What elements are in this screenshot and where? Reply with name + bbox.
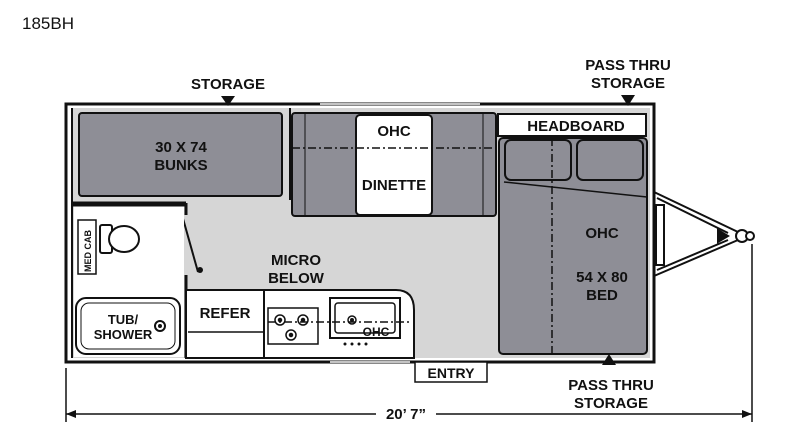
med-cabinet: [77, 219, 97, 275]
refer-label: REFER: [200, 305, 251, 322]
galley-dots: [343, 342, 368, 346]
bed-blanket-line: [503, 181, 648, 198]
door-knob: [197, 267, 203, 273]
bed: [498, 137, 648, 355]
bed-ohc-label: OHC: [585, 225, 619, 242]
pillow-right: [576, 139, 644, 181]
entry-door: [414, 361, 488, 383]
dimension-arrow-left: [66, 410, 76, 418]
bunks-label: BUNKS: [154, 157, 207, 174]
bed-label: BED: [586, 287, 618, 304]
tub-label: TUB/: [108, 312, 139, 327]
pillow-left: [504, 139, 572, 181]
dinette-table: [355, 114, 433, 216]
pass-thru-top-storage-label: STORAGE: [591, 75, 665, 92]
bed-size-label: 54 X 80: [576, 269, 628, 286]
model-number: 185BH: [22, 14, 74, 33]
storage-top-label: STORAGE: [191, 76, 265, 93]
shower-label: SHOWER: [94, 327, 153, 342]
stove: [267, 307, 319, 345]
galley-ohc-label: OHC: [363, 325, 390, 339]
dinette-ohc-label: OHC: [377, 123, 411, 140]
entry-label: ENTRY: [428, 365, 476, 381]
pass-thru-bottom-label: PASS THRU: [568, 377, 654, 394]
dimension-arrow-right: [742, 410, 752, 418]
pass-thru-top-arrow: [621, 95, 635, 106]
dinette-label: DINETTE: [362, 177, 426, 194]
bunk-bed: [78, 112, 283, 197]
sink: [329, 297, 401, 339]
pass-thru-bottom-storage-label: STORAGE: [574, 395, 648, 412]
headboard-label: HEADBOARD: [527, 118, 625, 135]
headboard: [497, 113, 647, 137]
toilet: [99, 224, 140, 254]
tub-shower: [75, 297, 181, 355]
storage-top-arrow: [221, 96, 235, 106]
length-label: 20’ 7”: [386, 406, 426, 423]
med-cab-label: MED CAB: [83, 230, 93, 272]
pass-thru-top-label: PASS THRU: [585, 57, 671, 74]
dimension-label-bg: [376, 402, 436, 424]
micro-below-label: BELOW: [268, 270, 325, 287]
micro-label: MICRO: [271, 252, 321, 269]
bath-door: [181, 214, 199, 273]
hitch-tongue: [653, 191, 755, 277]
pass-thru-bottom-arrow: [602, 354, 616, 365]
bunks-size-label: 30 X 74: [155, 139, 207, 156]
